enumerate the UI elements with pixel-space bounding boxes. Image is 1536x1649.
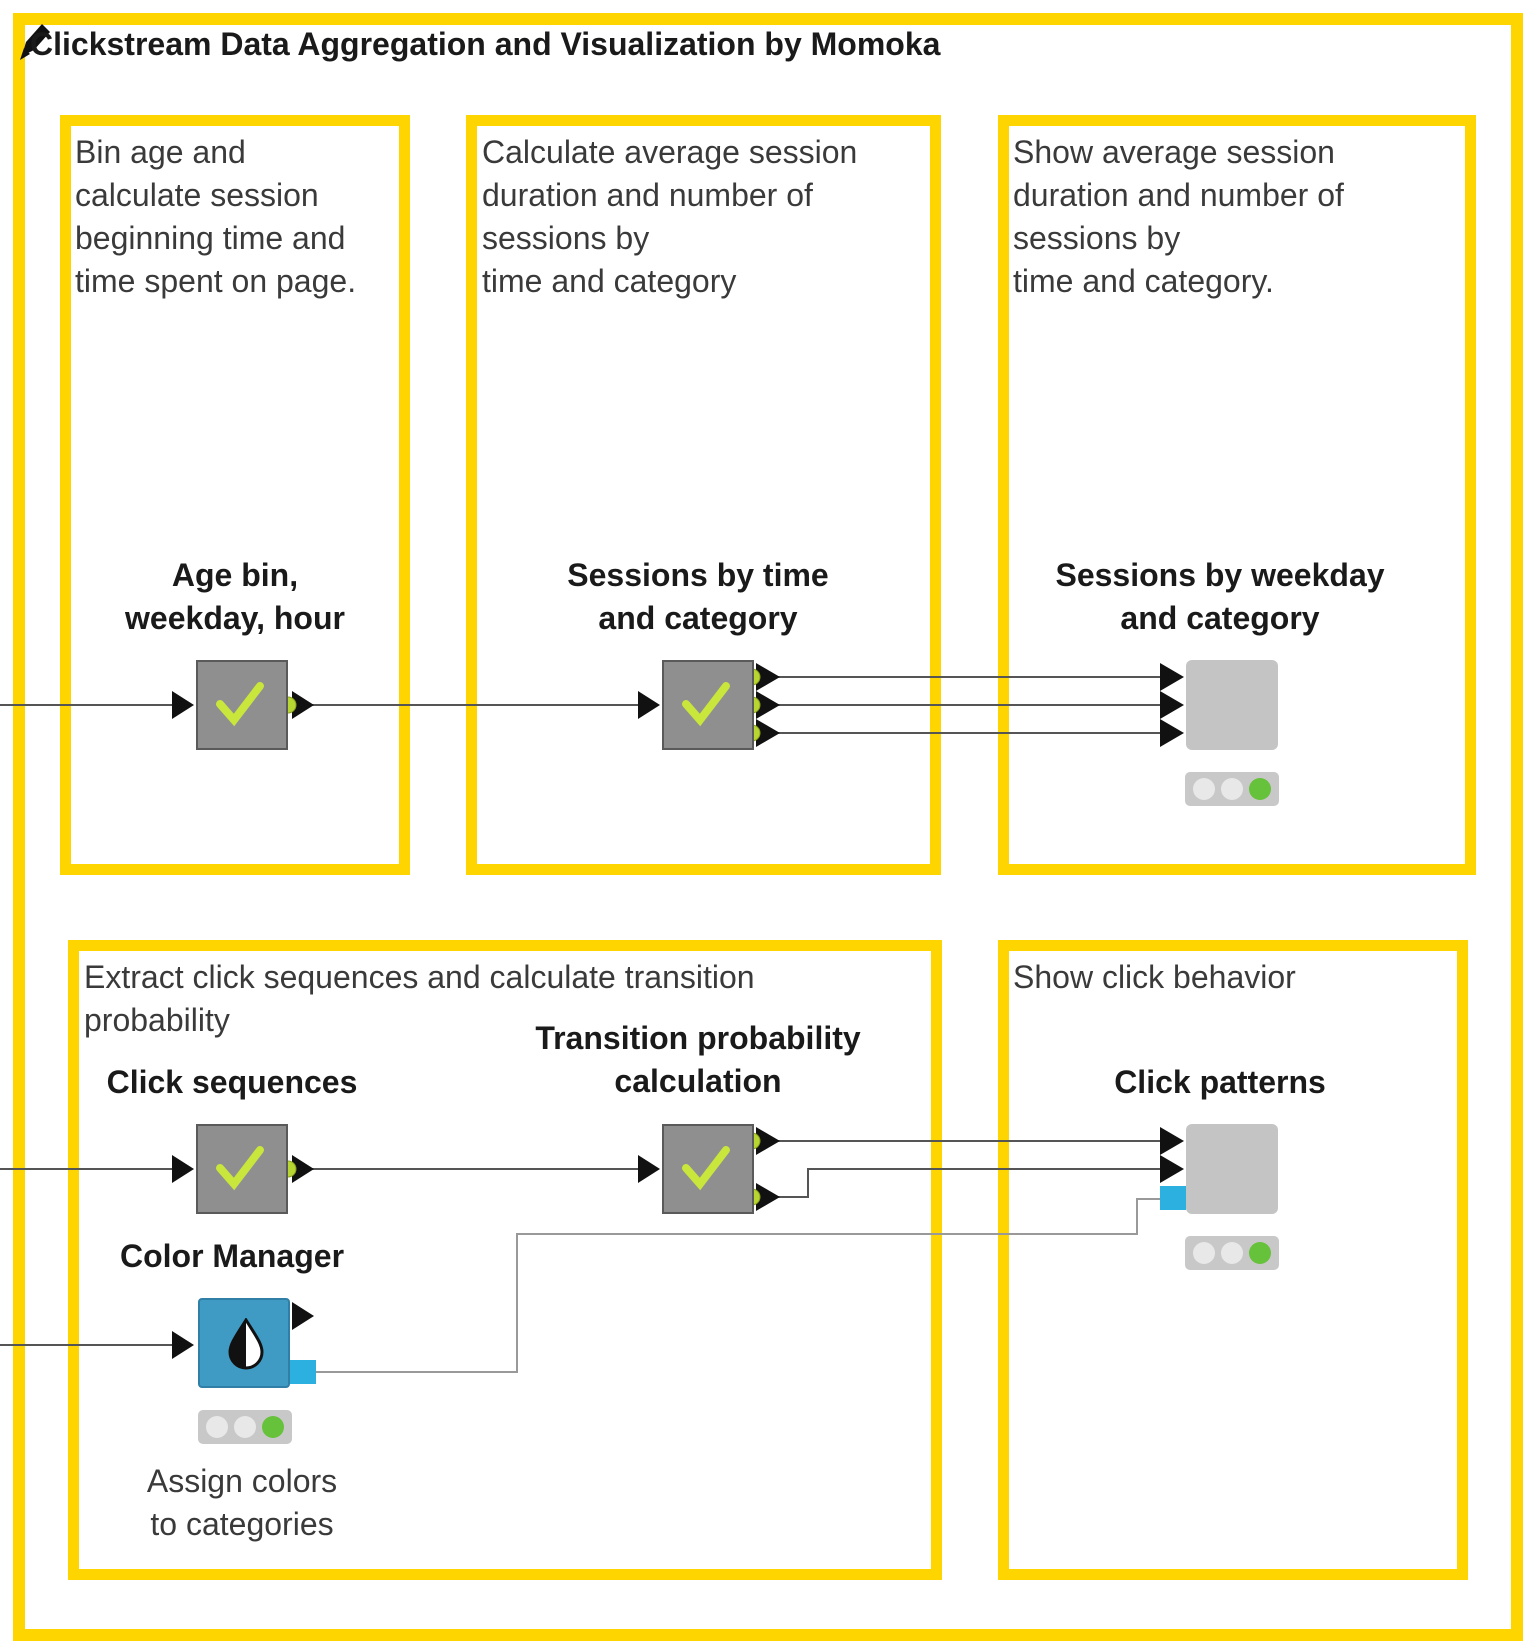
out-port-color-manager-data [292, 1302, 314, 1330]
annotation-click-sequences [68, 940, 942, 1580]
node-sessions-time[interactable] [662, 660, 754, 750]
out-port-click-sequences [292, 1155, 314, 1183]
workflow-title: Clickstream Data Aggregation and Visuali… [30, 26, 941, 62]
node-label-click-sequences[interactable]: Click sequences [106, 1064, 358, 1100]
status-traffic-light-click-patterns [1185, 1236, 1279, 1270]
in-port-click-patterns-color [1160, 1186, 1186, 1210]
node-click-patterns[interactable] [1186, 1124, 1278, 1214]
in-port-sessions-time [638, 691, 660, 719]
out-port-color-manager-model [290, 1360, 316, 1384]
node-label-age-bin[interactable]: Age bin,weekday, hour [125, 557, 345, 636]
annotation-text-click-behavior: Show click behavior [1013, 959, 1296, 995]
in-port-click-sequences [172, 1155, 194, 1183]
status-traffic-light-color-manager [198, 1410, 292, 1444]
annotation-show-average [998, 115, 1476, 875]
out-port-sessions-time-3 [756, 719, 780, 747]
workflow-annotation-outer [13, 13, 1523, 1641]
in-port-age-bin [172, 691, 194, 719]
check-icon [682, 1146, 730, 1191]
status-traffic-light-sessions-weekday [1185, 772, 1279, 806]
node-transition[interactable] [662, 1124, 754, 1214]
node-color-manager[interactable] [198, 1298, 290, 1388]
annotation-average-session [466, 115, 941, 875]
color-drop-icon [228, 1318, 264, 1370]
in-port-weekday-3 [1160, 719, 1184, 747]
in-port-transition [638, 1155, 660, 1183]
out-port-transition-1 [756, 1127, 780, 1155]
connection-color-manager-to-click-patterns [316, 1198, 1160, 1373]
check-icon [216, 1146, 264, 1191]
connection-transition-port2 [776, 1168, 1160, 1198]
node-click-sequences[interactable] [196, 1124, 288, 1214]
out-port-age-bin [292, 691, 314, 719]
out-port-sessions-time-2 [756, 691, 780, 719]
check-icon [216, 682, 264, 727]
in-port-weekday-1 [1160, 663, 1184, 691]
annotation-click-behavior [998, 940, 1468, 1580]
node-sessions-weekday[interactable] [1186, 660, 1278, 750]
in-port-weekday-2 [1160, 691, 1184, 719]
in-port-click-patterns-2 [1160, 1155, 1184, 1183]
annotation-bin-age [60, 115, 410, 875]
out-port-sessions-time-1 [756, 663, 780, 691]
annotation-text-click-sequences: Extract click sequences and calculate tr… [84, 959, 755, 1038]
in-port-color-manager [172, 1331, 194, 1359]
out-port-transition-2 [756, 1183, 780, 1211]
node-label-click-patterns[interactable]: Click patterns [1114, 1064, 1326, 1100]
in-port-click-patterns-1 [1160, 1127, 1184, 1155]
check-icon [682, 682, 730, 727]
pencil-icon[interactable] [16, 18, 54, 62]
node-label-color-manager[interactable]: Color Manager [119, 1238, 345, 1274]
node-age-bin[interactable] [196, 660, 288, 750]
